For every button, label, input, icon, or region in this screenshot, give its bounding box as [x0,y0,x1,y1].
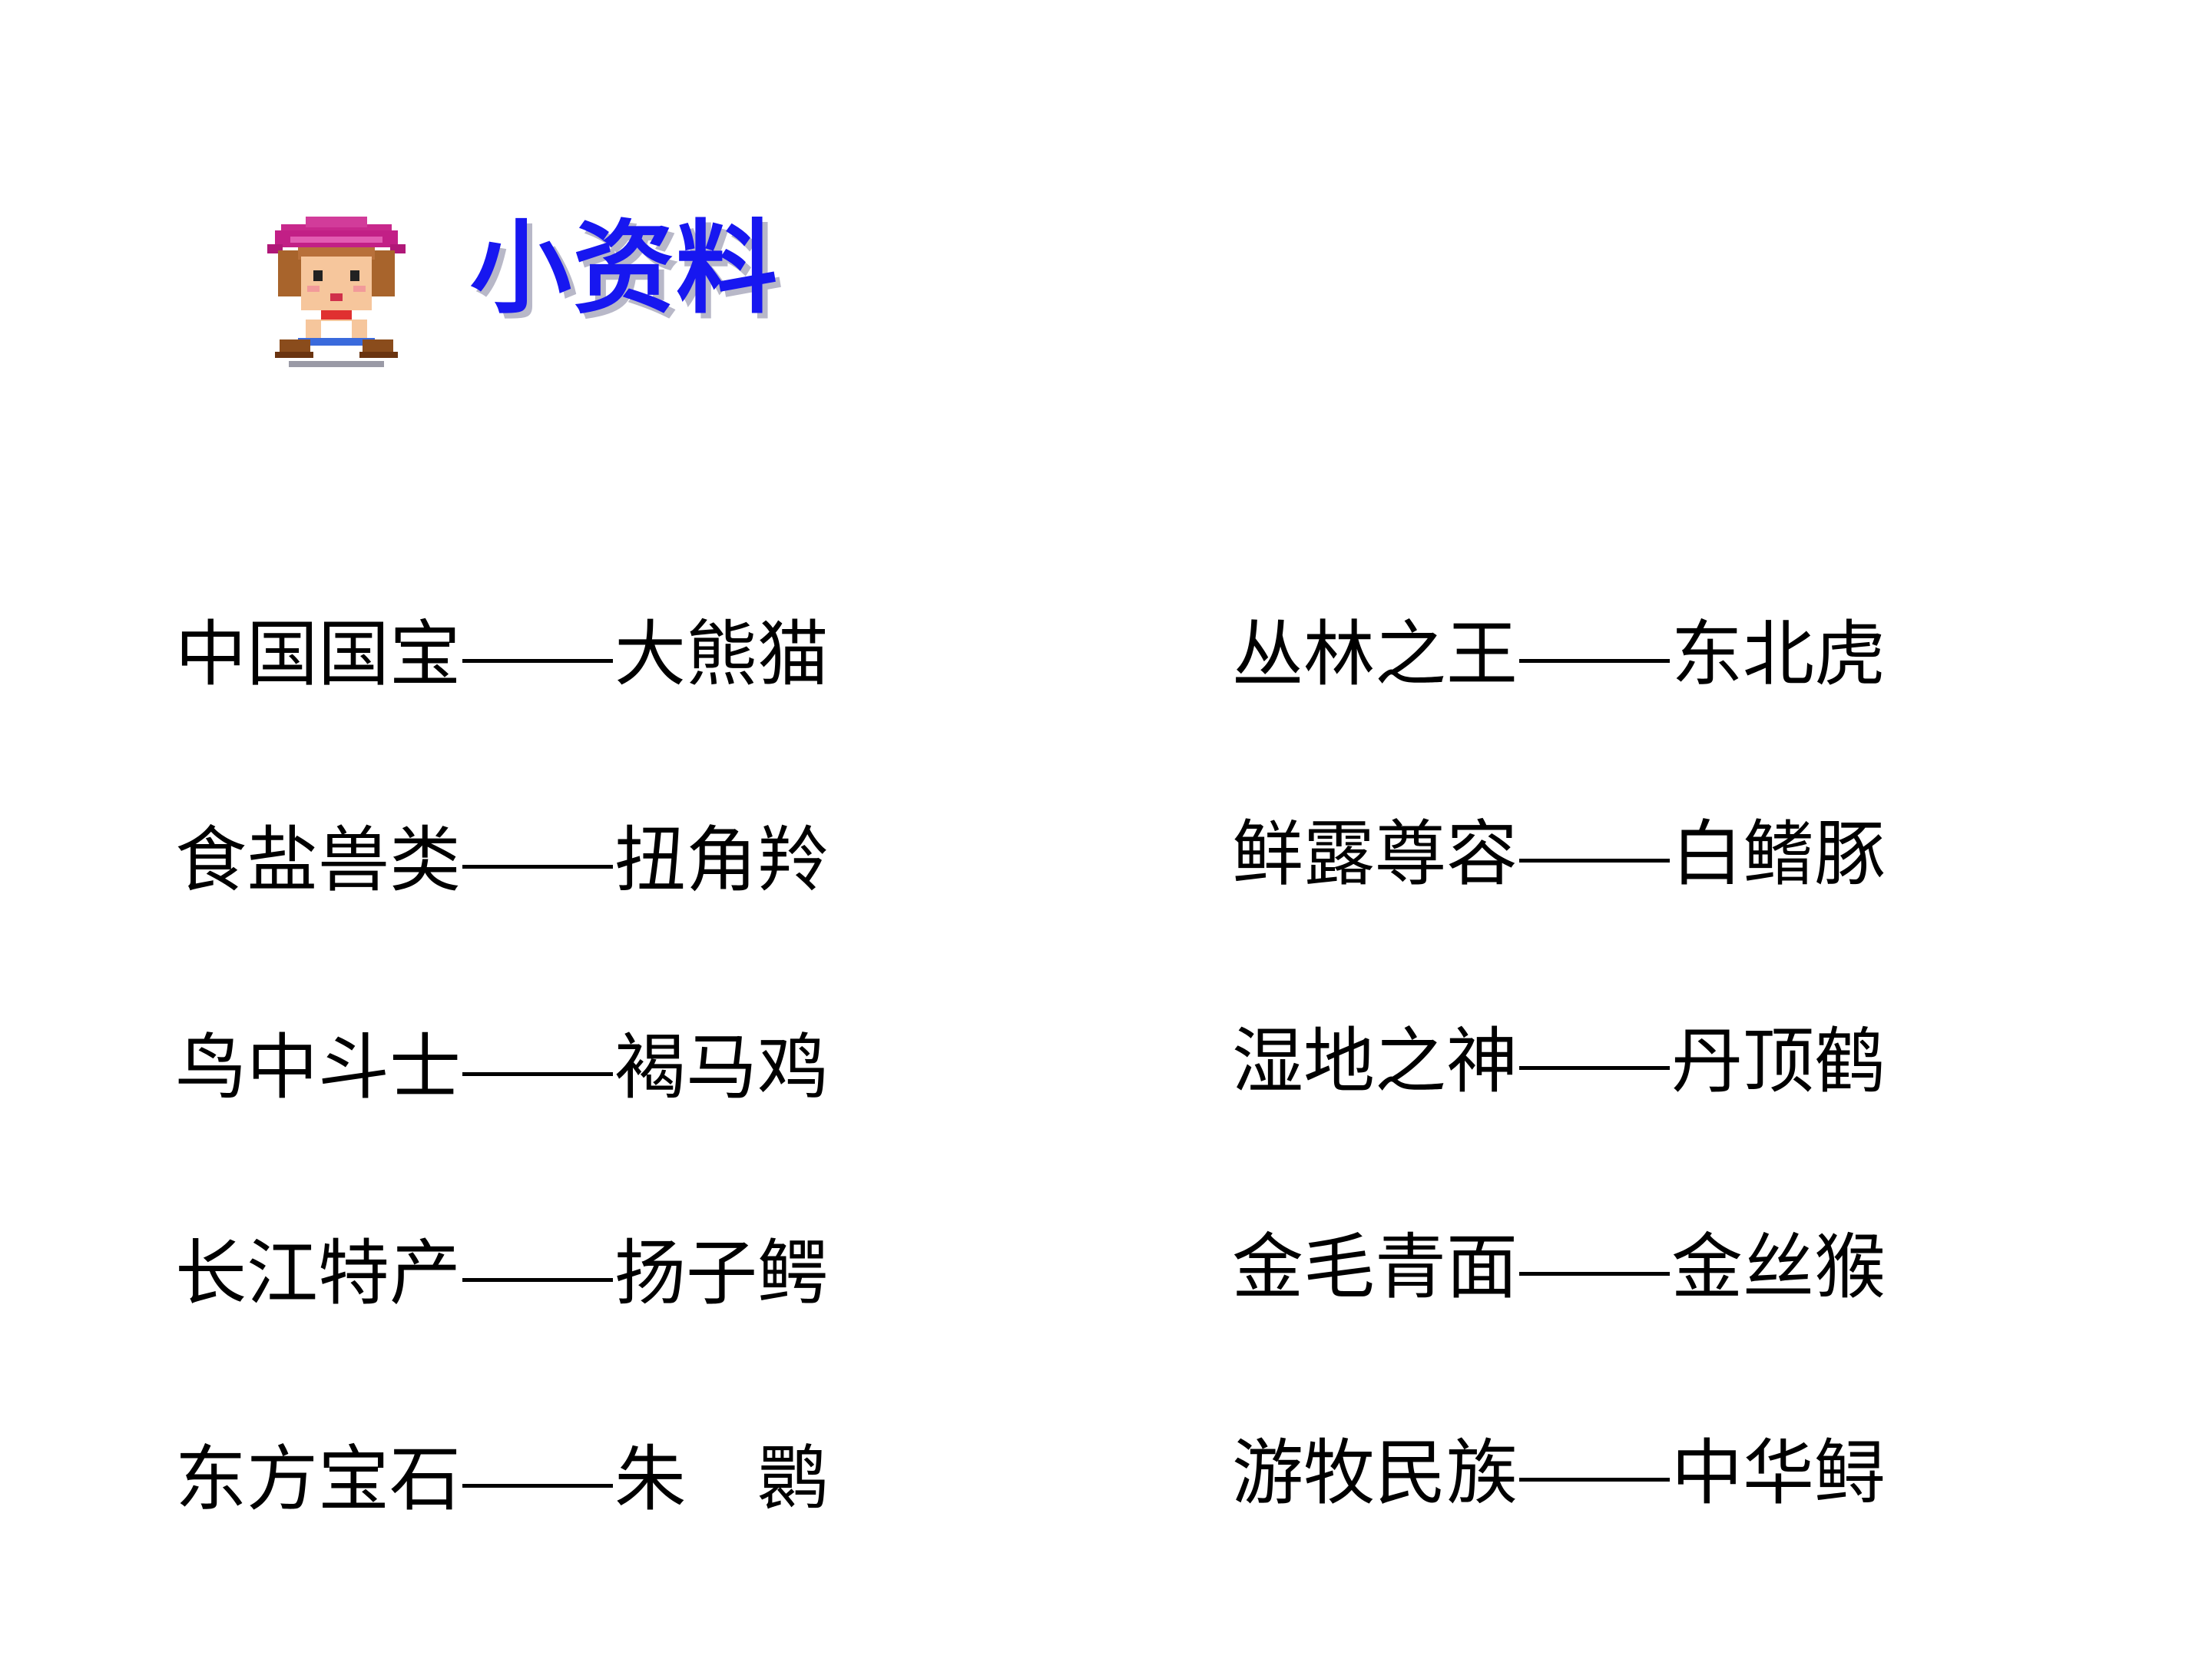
list-item: 游牧民族 中华鲟 [1232,1427,1886,1519]
list-item: 鲜露尊容 白鳍豚 [1232,808,1886,900]
page-title: 小资料 [470,210,779,328]
entry-term: 中国国宝 [175,613,461,696]
entry-term: 东方宝石 [175,1438,461,1521]
dash-separator [1519,1477,1670,1482]
list-item: 长江特产 扬子鳄 [175,1227,829,1320]
entry-answer: 丹顶鹤 [1671,1020,1886,1103]
list-item: 丛林之王 东北虎 [1232,608,1886,700]
entry-term: 丛林之王 [1232,613,1518,696]
dash-separator [1519,658,1670,663]
entry-answer: 金丝猴 [1671,1226,1886,1309]
entry-term: 长江特产 [175,1232,461,1315]
entry-answer: 大熊猫 [614,613,829,696]
list-item: 鸟中斗士 褐马鸡 [175,1022,829,1114]
dash-separator [462,1483,613,1488]
entry-term: 食盐兽类 [175,819,461,902]
list-item: 湿地之神 丹顶鹤 [1232,1015,1886,1108]
list-item: 中国国宝 大熊猫 [175,608,829,700]
dash-separator [1519,1065,1670,1070]
entry-term: 游牧民族 [1232,1432,1518,1515]
entry-answer: 东北虎 [1671,613,1886,696]
entry-answer: 褐马鸡 [614,1026,829,1109]
dash-separator [1519,1271,1670,1276]
entry-answer: 白鳍豚 [1671,813,1886,896]
entry-term: 湿地之神 [1232,1020,1518,1103]
entry-term: 鸟中斗士 [175,1026,461,1109]
dash-separator [462,864,613,869]
dash-separator [1519,858,1670,863]
entry-term: 金毛青面 [1232,1226,1518,1309]
dash-separator [462,1071,613,1076]
entry-answer: 扭角羚 [614,819,829,902]
dash-separator [462,658,613,663]
entry-answer: 扬子鳄 [614,1232,829,1315]
dash-separator [462,1277,613,1282]
cowgirl-mascot-icon [267,217,406,370]
entry-answer: 中华鲟 [1671,1432,1886,1515]
list-item: 食盐兽类 扭角羚 [175,814,829,906]
list-item: 东方宝石 朱 鹮 [175,1433,829,1525]
entry-answer: 朱 鹮 [614,1438,829,1521]
entry-term: 鲜露尊容 [1232,813,1518,896]
list-item: 金毛青面 金丝猴 [1232,1221,1886,1313]
